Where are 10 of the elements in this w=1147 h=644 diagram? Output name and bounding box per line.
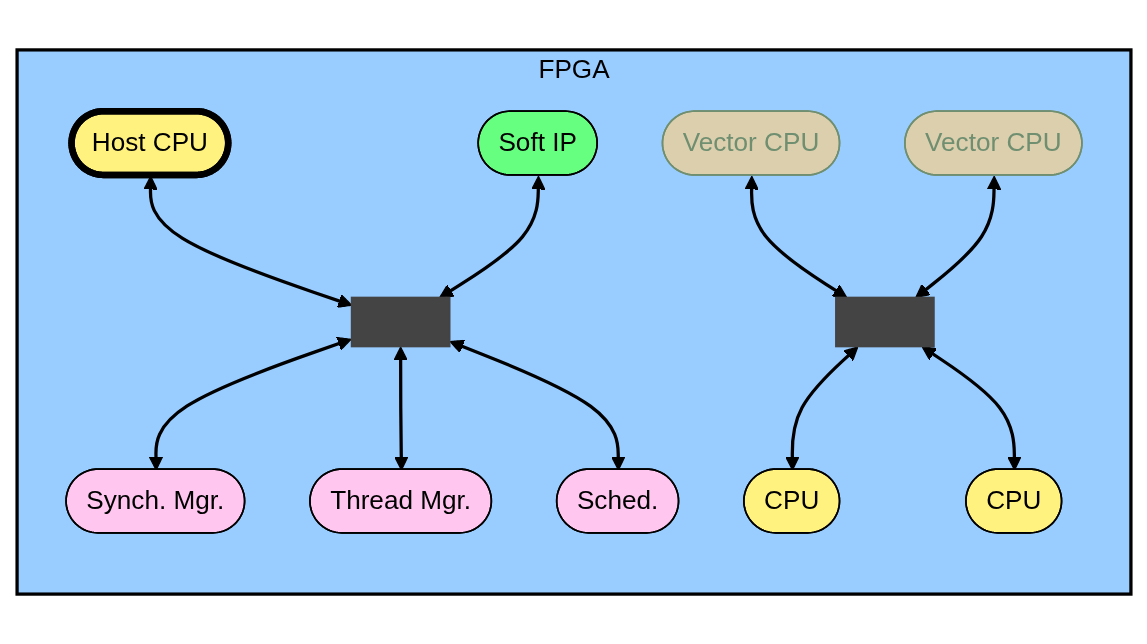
arrow (392, 346, 408, 471)
node-bar (350, 296, 450, 348)
arrow (449, 339, 625, 471)
arrow (784, 346, 858, 471)
arrow (921, 346, 1022, 471)
arrow (438, 175, 545, 299)
node-bar (834, 296, 935, 348)
arrow (914, 175, 1001, 299)
arrow (148, 336, 352, 471)
arrow (743, 175, 847, 299)
